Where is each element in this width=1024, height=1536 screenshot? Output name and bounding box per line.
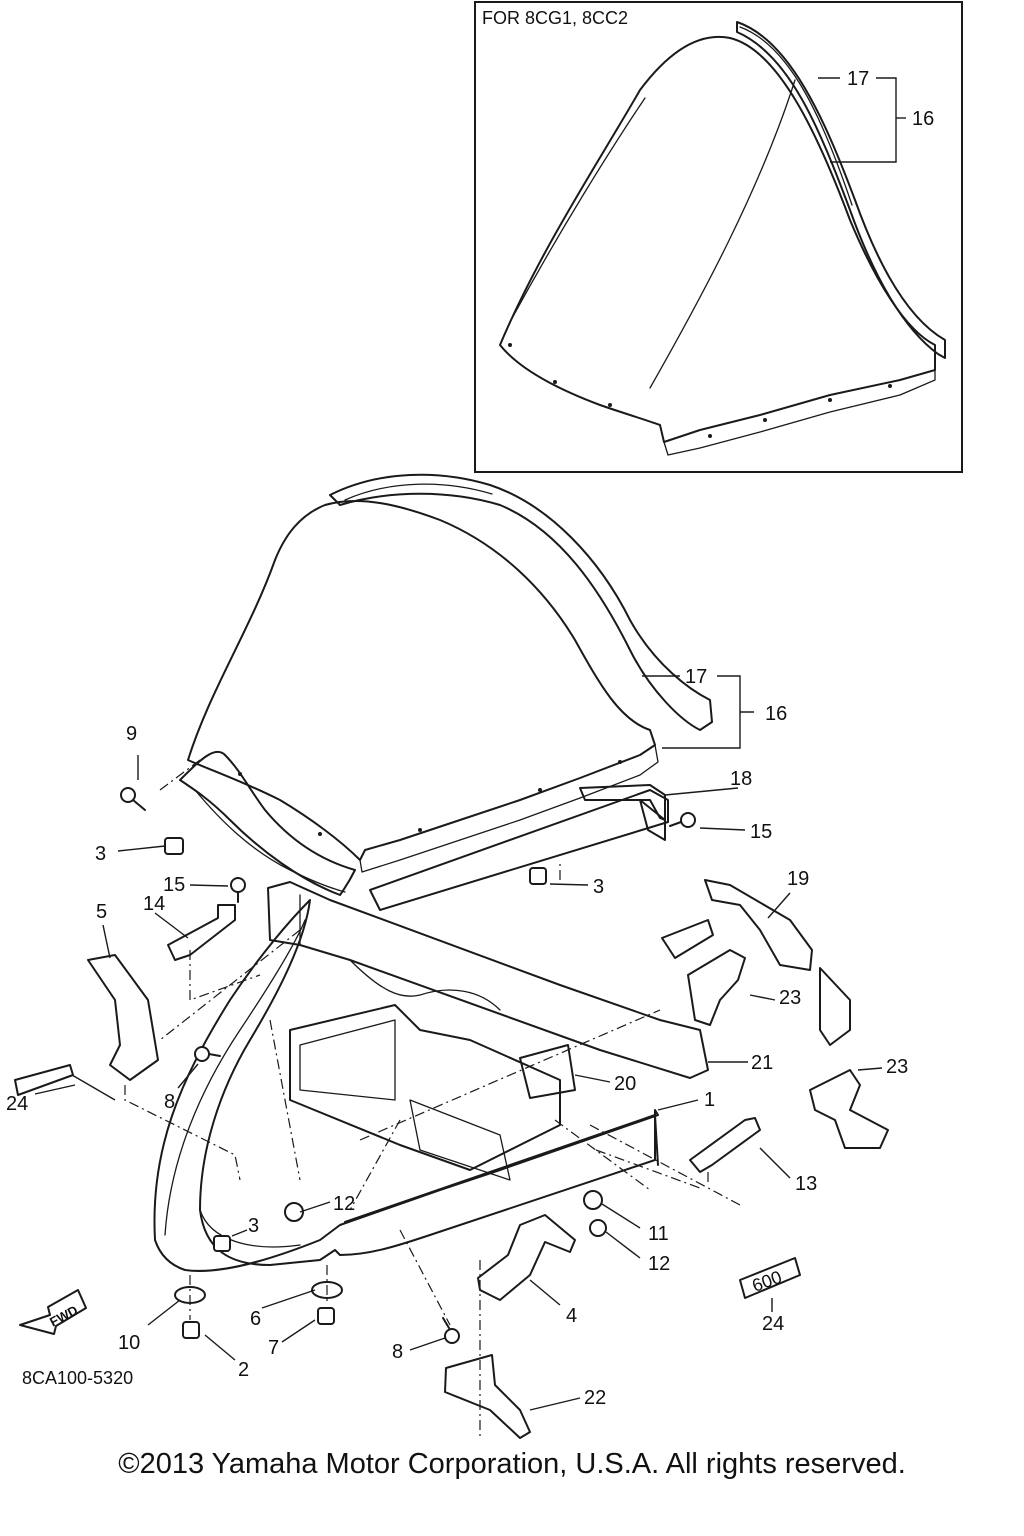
callout-10: 10	[118, 1332, 140, 1354]
callout-1: 1	[704, 1089, 715, 1111]
copyright-notice: ©2013 Yamaha Motor Corporation, U.S.A. A…	[118, 1448, 906, 1480]
windscreen	[187, 473, 713, 873]
diagram-code: 8CA100-5320	[22, 1368, 133, 1388]
callout-2: 2	[238, 1359, 249, 1381]
bracket-4	[477, 1214, 576, 1301]
bracket-22	[444, 1354, 531, 1439]
callout-5: 5	[96, 901, 107, 923]
callout-23a: 23	[779, 987, 801, 1009]
callout-15b: 15	[163, 874, 185, 896]
callout-15a: 15	[750, 821, 772, 843]
emblem-text: 600	[749, 1267, 784, 1296]
upper-cowl	[179, 750, 669, 911]
inset-callout-16: 16	[912, 108, 934, 130]
leader-lines	[34, 675, 883, 1411]
callout-7: 7	[268, 1337, 279, 1359]
inset-box: FOR 8CG1, 8CC2 17 16	[474, 1, 963, 473]
bracket-23-upper	[687, 949, 746, 1026]
assembly-lines	[124, 759, 741, 1440]
callout-20: 20	[614, 1073, 636, 1095]
instrument-housing	[289, 1004, 561, 1181]
callout-21: 21	[751, 1052, 773, 1074]
bracket-18	[579, 784, 666, 841]
callout-6: 6	[250, 1308, 261, 1330]
inset-title: FOR 8CG1, 8CC2	[482, 8, 628, 28]
callout-8b: 8	[392, 1341, 403, 1363]
callout-14: 14	[143, 893, 165, 915]
emblem-24-right: 600	[739, 1257, 801, 1299]
fwd-arrow: FWD	[19, 1289, 87, 1335]
callout-labels: 17 16 9 18 15 3 3 15 19 5 14 23 21 23 20…	[6, 666, 908, 1409]
bracket-14	[167, 904, 236, 961]
callout-4: 4	[566, 1305, 577, 1327]
hardware	[120, 787, 696, 1344]
callout-12a: 12	[333, 1193, 355, 1215]
callout-3c: 3	[248, 1215, 259, 1237]
callout-23b: 23	[886, 1056, 908, 1078]
fairing-1	[153, 899, 659, 1272]
callout-8a: 8	[164, 1091, 175, 1113]
callout-19: 19	[787, 868, 809, 890]
callout-3a: 3	[95, 843, 106, 865]
callout-18: 18	[730, 768, 752, 790]
duct-21	[267, 881, 709, 1079]
callout-16: 16	[765, 703, 787, 725]
bracket-13	[689, 1117, 761, 1173]
bracket-23-lower	[809, 1069, 889, 1149]
callout-22: 22	[584, 1387, 606, 1409]
callout-12b: 12	[648, 1253, 670, 1275]
callout-13: 13	[795, 1173, 817, 1195]
bracket-5	[87, 954, 159, 1081]
callout-11: 11	[648, 1223, 669, 1245]
callout-24b: 24	[762, 1313, 784, 1335]
bracket-20	[519, 1044, 576, 1099]
callout-3b: 3	[593, 876, 604, 898]
callout-24a: 24	[6, 1093, 28, 1115]
inset-callout-17: 17	[847, 68, 869, 90]
bracket-19	[661, 879, 851, 1046]
emblem-24-left	[14, 1064, 74, 1096]
inset-windscreen	[499, 21, 946, 456]
callout-17: 17	[685, 666, 707, 688]
callout-9: 9	[126, 723, 137, 745]
